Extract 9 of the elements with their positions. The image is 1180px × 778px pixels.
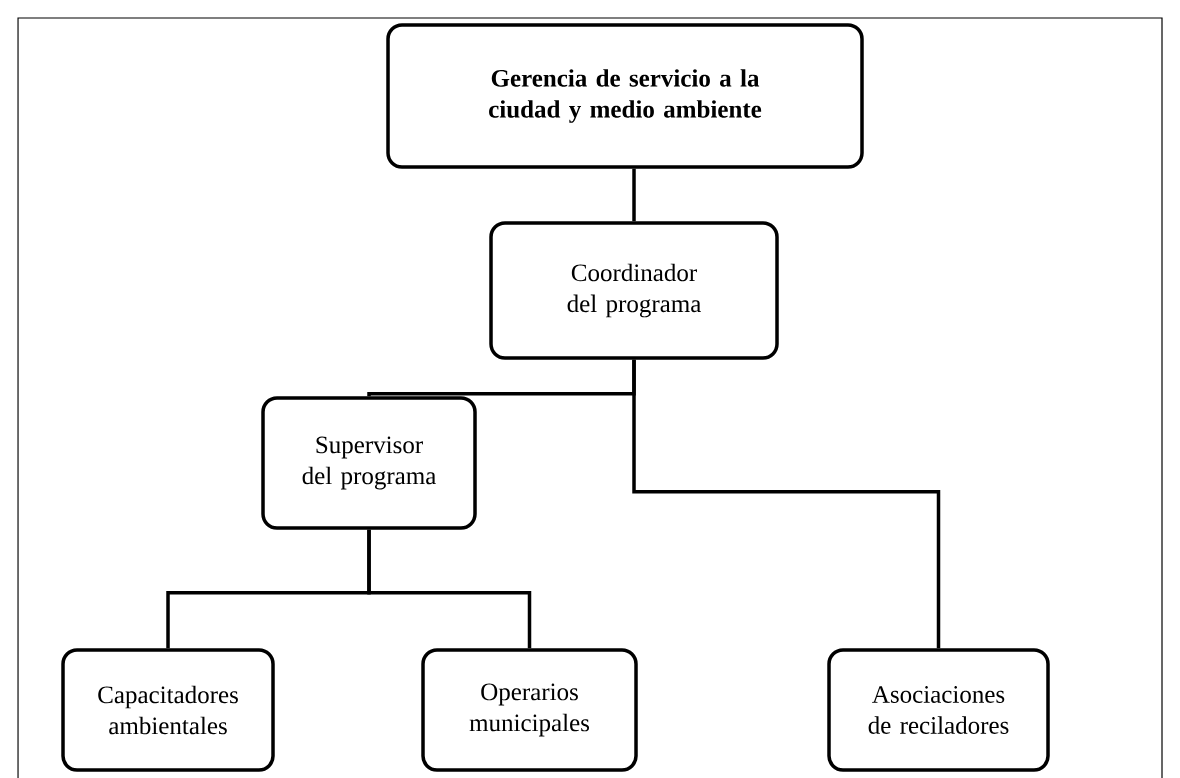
org-box: Operarios municipales: [421, 648, 638, 772]
connector-line: [632, 359, 941, 649]
org-box: Supervisor del programa: [261, 396, 477, 530]
org-box: Asociaciones de reciladores: [827, 648, 1050, 772]
org-box: Capacitadores ambientales: [61, 648, 275, 772]
org-box: Coordinador del programa: [489, 221, 779, 360]
connector-line: [367, 529, 532, 649]
connector-line: [632, 168, 636, 222]
org-box: Gerencia de servicio a la ciudad y medio ambiente: [386, 23, 864, 169]
